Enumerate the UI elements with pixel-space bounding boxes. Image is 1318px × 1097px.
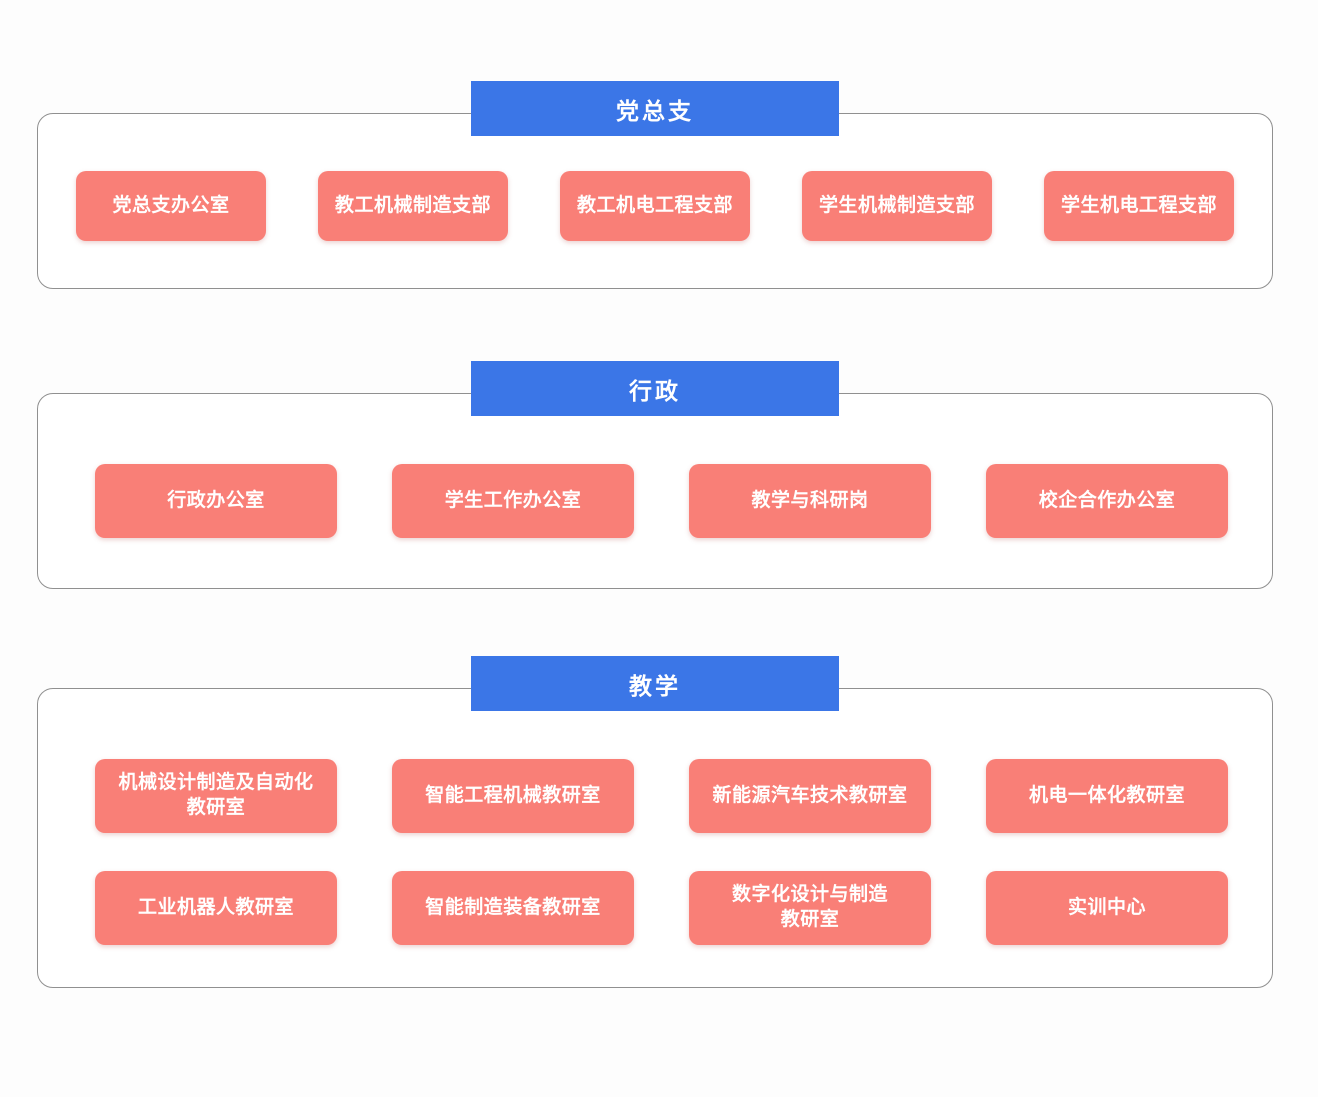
box-industrial-robot-office: 工业机器人教研室 [95, 871, 337, 945]
box-faculty-mechatronic-engineering-branch: 教工机电工程支部 [560, 171, 750, 241]
section-party-general-branch: 党总支 党总支办公室 教工机械制造支部 教工机电工程支部 学生机械制造支部 学生… [37, 81, 1273, 289]
teaching-row-1: 机械设计制造及自动化 教研室 智能工程机械教研室 新能源汽车技术教研室 机电一体… [38, 759, 1272, 833]
box-admin-office: 行政办公室 [95, 464, 337, 538]
box-training-center: 实训中心 [986, 871, 1228, 945]
box-nev-technology-office: 新能源汽车技术教研室 [689, 759, 931, 833]
box-intelligent-engineering-machinery-office: 智能工程机械教研室 [392, 759, 634, 833]
box-student-affairs-office: 学生工作办公室 [392, 464, 634, 538]
box-intelligent-manufacturing-equipment-office: 智能制造装备教研室 [392, 871, 634, 945]
box-mech-design-automation-office: 机械设计制造及自动化 教研室 [95, 759, 337, 833]
header-party-general-branch: 党总支 [471, 81, 839, 136]
box-student-mechatronic-engineering-branch: 学生机电工程支部 [1044, 171, 1234, 241]
header-teaching: 教学 [471, 656, 839, 711]
header-administration: 行政 [471, 361, 839, 416]
box-school-enterprise-cooperation-office: 校企合作办公室 [986, 464, 1228, 538]
box-teaching-research-post: 教学与科研岗 [689, 464, 931, 538]
box-mechatronics-office: 机电一体化教研室 [986, 759, 1228, 833]
box-digital-design-manufacturing-office: 数字化设计与制造 教研室 [689, 871, 931, 945]
box-faculty-machinery-manufacturing-branch: 教工机械制造支部 [318, 171, 508, 241]
party-branch-row: 党总支办公室 教工机械制造支部 教工机电工程支部 学生机械制造支部 学生机电工程… [38, 171, 1272, 241]
section-teaching: 教学 机械设计制造及自动化 教研室 智能工程机械教研室 新能源汽车技术教研室 机… [37, 656, 1273, 988]
section-administration: 行政 行政办公室 学生工作办公室 教学与科研岗 校企合作办公室 [37, 361, 1273, 589]
teaching-row-2: 工业机器人教研室 智能制造装备教研室 数字化设计与制造 教研室 实训中心 [38, 871, 1272, 945]
administration-row: 行政办公室 学生工作办公室 教学与科研岗 校企合作办公室 [38, 464, 1272, 538]
box-student-machinery-manufacturing-branch: 学生机械制造支部 [802, 171, 992, 241]
box-party-office: 党总支办公室 [76, 171, 266, 241]
